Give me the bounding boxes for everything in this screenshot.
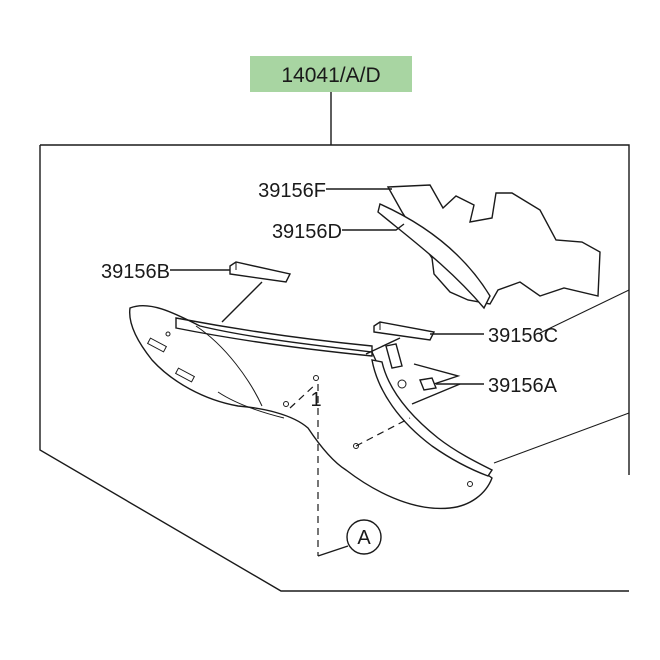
dash-axis-1: [289, 383, 317, 409]
leader-39156b-to-panel: [221, 281, 263, 323]
panel-hole-5: [467, 481, 473, 487]
leader-39156d: [342, 223, 405, 231]
callout-39156c[interactable]: 39156C: [488, 325, 558, 347]
reference-circle[interactable]: [346, 519, 382, 555]
index-mark: 1: [310, 389, 321, 411]
main-part-number[interactable]: 14041/A/D: [281, 64, 380, 87]
frame-right-upper: [539, 289, 630, 334]
panel-lower-lip: [217, 391, 285, 419]
tail-flange[interactable]: [371, 359, 494, 477]
side-cover-panel[interactable]: [129, 304, 493, 510]
panel-hole-1: [165, 331, 171, 337]
panel-hole-3: [313, 375, 319, 381]
leader-39156a-bracket: [413, 363, 461, 385]
callout-39156d[interactable]: 39156D: [272, 221, 342, 243]
callout-39156f[interactable]: 39156F: [258, 180, 326, 202]
reference-letter: A: [357, 527, 371, 549]
panel-slot-1: [146, 337, 168, 353]
pad-39156f[interactable]: [386, 184, 601, 305]
main-part-highlight: [250, 56, 412, 92]
panel-hole-4: [353, 443, 359, 449]
callout-39156b[interactable]: 39156B: [101, 261, 170, 283]
leader-39156a-lower: [411, 383, 461, 405]
tail-bracket: [385, 343, 403, 369]
block-39156b[interactable]: [229, 261, 292, 283]
leader-ref-a: [317, 545, 349, 557]
callout-39156a[interactable]: 39156A: [488, 375, 558, 397]
tail-bolt: [397, 379, 407, 389]
dash-axis-3: [355, 417, 411, 447]
panel-slot-2: [174, 367, 196, 383]
strip-39156d[interactable]: [377, 203, 491, 310]
panel-inner-curve: [195, 325, 263, 407]
assembly-frame: [40, 144, 630, 475]
assembly-frame-left: [39, 145, 629, 592]
pad-39156a[interactable]: [419, 377, 437, 391]
panel-hole-2: [283, 401, 289, 407]
frame-right-lower: [493, 412, 630, 464]
panel-top-rail: [175, 317, 373, 357]
leader-39156c-to-panel: [365, 337, 401, 355]
block-39156c[interactable]: [373, 321, 436, 341]
